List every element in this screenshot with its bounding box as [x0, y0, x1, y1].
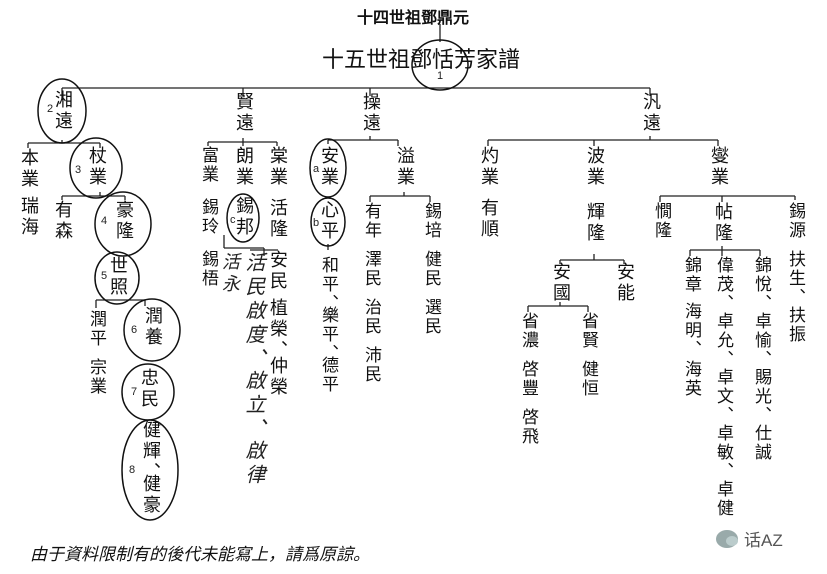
- name-xin-ping: 心平: [318, 200, 339, 242]
- name-you-shun: 有順: [478, 198, 499, 240]
- name-you-nian: 有年: [361, 202, 381, 240]
- name-jian-hui: 健輝、: [140, 420, 161, 483]
- marker-7: 7: [131, 386, 138, 398]
- marker-b: b: [313, 217, 320, 229]
- name-ci-guang: 賜光、: [751, 368, 771, 425]
- name-hai-ying: 海英: [681, 360, 701, 398]
- name-you-sen: 有森: [52, 200, 73, 242]
- marker-2: 2: [47, 103, 54, 115]
- name-jin-zhang: 錦章: [681, 256, 701, 294]
- name-zhong-min: 忠民: [138, 368, 159, 410]
- watermark-text: 话AZ: [744, 531, 783, 550]
- name-ze-min: 澤民: [361, 250, 381, 288]
- marker-1: 1: [437, 70, 444, 82]
- marker-a: a: [313, 163, 320, 175]
- name-fan-yuan: 汎遠: [640, 92, 661, 134]
- name-huo-long: 活隆: [267, 198, 288, 240]
- name-fu-zhen: 扶振: [785, 306, 805, 344]
- name-xi-pei: 錫培: [421, 202, 441, 240]
- name-shi-cheng: 仕誠: [751, 424, 771, 462]
- name-qi-feng: 啓豐: [518, 360, 538, 398]
- name-xi-wu: 錫梧: [198, 250, 218, 288]
- name-fu-ye: 富業: [198, 146, 218, 184]
- name-fu-sheng: 扶生、: [785, 250, 805, 307]
- name-an-min: 安民: [267, 250, 288, 292]
- name-lang-ye: 朗業: [233, 146, 254, 188]
- marker-6: 6: [131, 324, 138, 336]
- marker-5: 5: [101, 270, 108, 282]
- marker-8: 8: [129, 464, 136, 476]
- name-de-ping: 德平: [318, 356, 338, 394]
- name-jin-yue: 錦悅、: [751, 256, 771, 313]
- name-zhuo-yu: 卓愉、: [751, 312, 771, 369]
- handwritten-qi-li: 啟立、: [242, 370, 266, 442]
- name-an-guo: 安國: [550, 262, 571, 304]
- name-xiang-yuan: 湘遠: [52, 90, 73, 132]
- name-zhi-rong: 植榮、: [267, 298, 288, 361]
- name-jian-min: 健民: [421, 250, 441, 288]
- name-zhuo-min: 卓敏、: [713, 424, 733, 481]
- footnote: 由于資料限制有的後代未能寫上，請爲原諒。: [30, 545, 370, 565]
- name-rui-hai: 瑞海: [18, 196, 39, 238]
- name-xi-yuan: 錫源: [785, 202, 805, 240]
- name-rong-ye: 棠業: [267, 146, 288, 188]
- name-wei-mao: 偉茂、: [713, 256, 733, 313]
- name-he-ping: 和平、: [318, 256, 338, 313]
- generation-15-title: 十五世祖鄧恬芳家譜: [322, 48, 521, 73]
- name-xuan-min: 選民: [421, 298, 441, 336]
- handwritten-qi-du: 啟度、: [242, 300, 266, 372]
- handwritten-qi-lu: 啟律: [242, 440, 266, 488]
- marker-4: 4: [101, 215, 108, 227]
- name-an-neng: 安能: [614, 262, 635, 304]
- name-zhuo-wen: 卓文、: [713, 368, 733, 425]
- name-xi-bang: 錫邦: [233, 196, 254, 238]
- name-zong-ye: 宗業: [86, 358, 106, 396]
- name-zhuo-yun: 卓允、: [713, 312, 733, 369]
- name-qi-fei: 啓飛: [518, 408, 538, 446]
- chat-bubble-icon: [716, 529, 738, 548]
- name-xi-ling: 錫玲: [198, 198, 218, 236]
- name-zhong-rong: 仲榮: [267, 356, 288, 398]
- name-huo-yong: 活永: [219, 252, 240, 296]
- name-shi-zhao: 世照: [107, 256, 128, 298]
- name-jian-hao: 健豪: [140, 474, 161, 516]
- name-pei-min: 沛民: [361, 346, 381, 384]
- name-jian-heng: 健恒: [578, 360, 598, 398]
- name-xian-long: 憪隆: [651, 202, 671, 240]
- name-zhi-min: 治民: [361, 298, 381, 336]
- name-bo-ye: 波業: [584, 146, 605, 188]
- name-xie-ye: 燮業: [708, 146, 729, 188]
- name-hui-long: 輝隆: [584, 202, 605, 244]
- name-an-ye: 安業: [318, 146, 339, 188]
- marker-3: 3: [75, 164, 82, 176]
- name-ben-ye: 本業: [18, 148, 39, 190]
- name-sheng-xian: 省賢: [578, 312, 598, 350]
- name-run-ping: 潤平: [86, 310, 106, 348]
- name-hai-ming: 海明、: [681, 302, 701, 359]
- marker-c: c: [230, 214, 236, 226]
- name-run-yang: 潤養: [142, 306, 163, 348]
- name-yi-ye: 溢業: [394, 146, 415, 188]
- name-zhang-ye: 杖業: [86, 146, 107, 188]
- name-le-ping: 樂平、: [318, 306, 338, 363]
- name-zhuo-jian: 卓健: [713, 480, 733, 518]
- generation-14-title: 十四世祖鄧鼎元: [357, 8, 470, 27]
- name-sheng-nong: 省濃: [518, 312, 538, 350]
- name-cao-yuan: 操遠: [360, 92, 381, 134]
- watermark: 话AZ: [716, 526, 783, 551]
- name-zhuo-ye: 灼業: [478, 146, 499, 188]
- name-xian-yuan: 賢遠: [233, 92, 254, 134]
- handwritten-huo-min: 活民: [242, 252, 266, 300]
- name-tie-long: 帖隆: [712, 202, 733, 244]
- name-hao-long: 豪隆: [113, 200, 134, 242]
